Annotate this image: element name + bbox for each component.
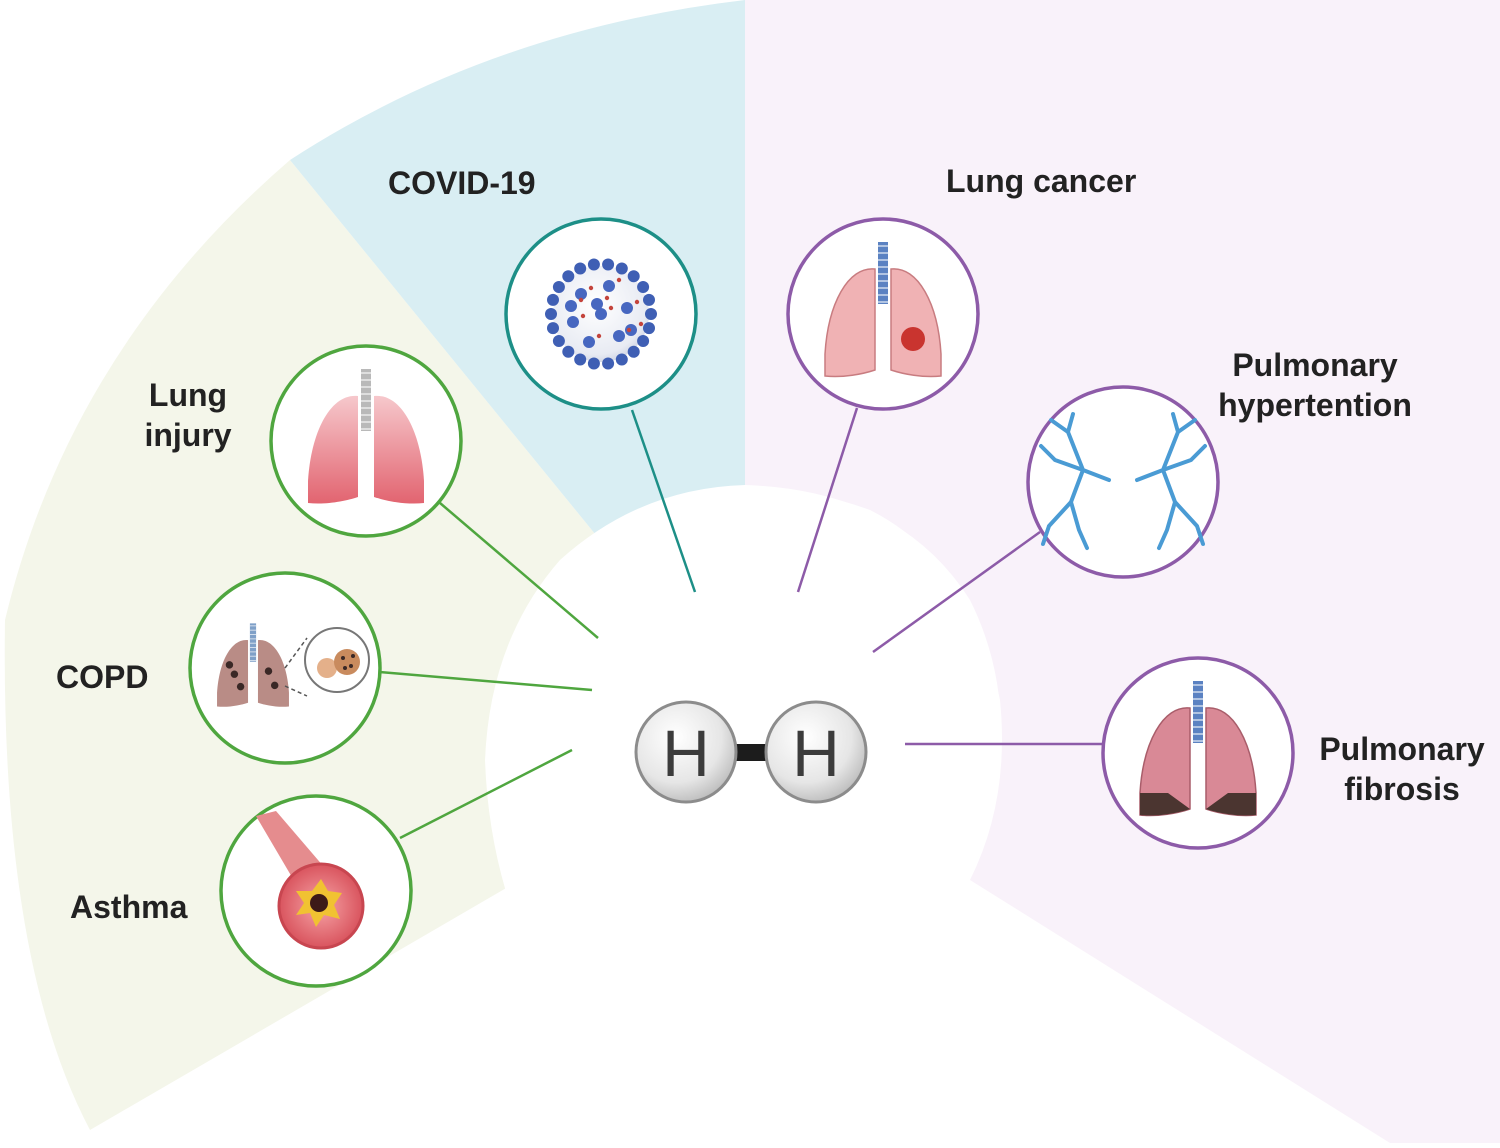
label-covid-19: COVID-19 [388, 165, 536, 201]
disease-circles [188, 217, 1295, 988]
connector-lung-injury [439, 502, 599, 639]
disease-node-asthma [219, 794, 413, 988]
pulmonary-hypertention-icon [1039, 412, 1207, 550]
pulmonary-fibrosis-icon [1139, 681, 1257, 817]
disease-node-lung-cancer [786, 217, 980, 411]
lung-cancer-icon [824, 242, 942, 378]
lung-injury-icon [308, 369, 424, 504]
ring-pulmonary-hypertention [1026, 385, 1220, 579]
covid-icon [545, 258, 657, 370]
disease-node-covid [504, 217, 698, 411]
connector-asthma [399, 748, 573, 840]
connector-pulmonary-hypertention [872, 530, 1041, 654]
label-pulmonary-fibrosis: Pulmonary fibrosis [1319, 731, 1485, 807]
disease-node-copd [188, 571, 382, 765]
asthma-icon [256, 811, 365, 950]
label-asthma: Asthma [70, 889, 188, 925]
disease-node-pulmonary-hypertention [1026, 385, 1220, 579]
label-lung-cancer: Lung cancer [946, 163, 1137, 199]
label-lung-injury: Lung injury [144, 377, 232, 453]
atom-label-right: H [792, 716, 840, 790]
connector-copd [379, 670, 593, 692]
atom-label-left: H [662, 716, 710, 790]
connector-lung-cancer [796, 407, 859, 593]
connector-lines [379, 407, 1105, 840]
copd-icon [217, 623, 370, 707]
hydrogen-molecule: H H [634, 700, 868, 804]
disease-node-pulmonary-fibrosis [1101, 656, 1295, 850]
label-copd: COPD [56, 659, 149, 695]
label-pulmonary-hypertention: Pulmonary hypertention [1218, 347, 1412, 423]
hydrogen-atom-left [634, 700, 738, 804]
hydrogen-atom-right [764, 700, 868, 804]
connector-covid [630, 409, 697, 593]
disease-node-lung-injury [269, 344, 463, 538]
